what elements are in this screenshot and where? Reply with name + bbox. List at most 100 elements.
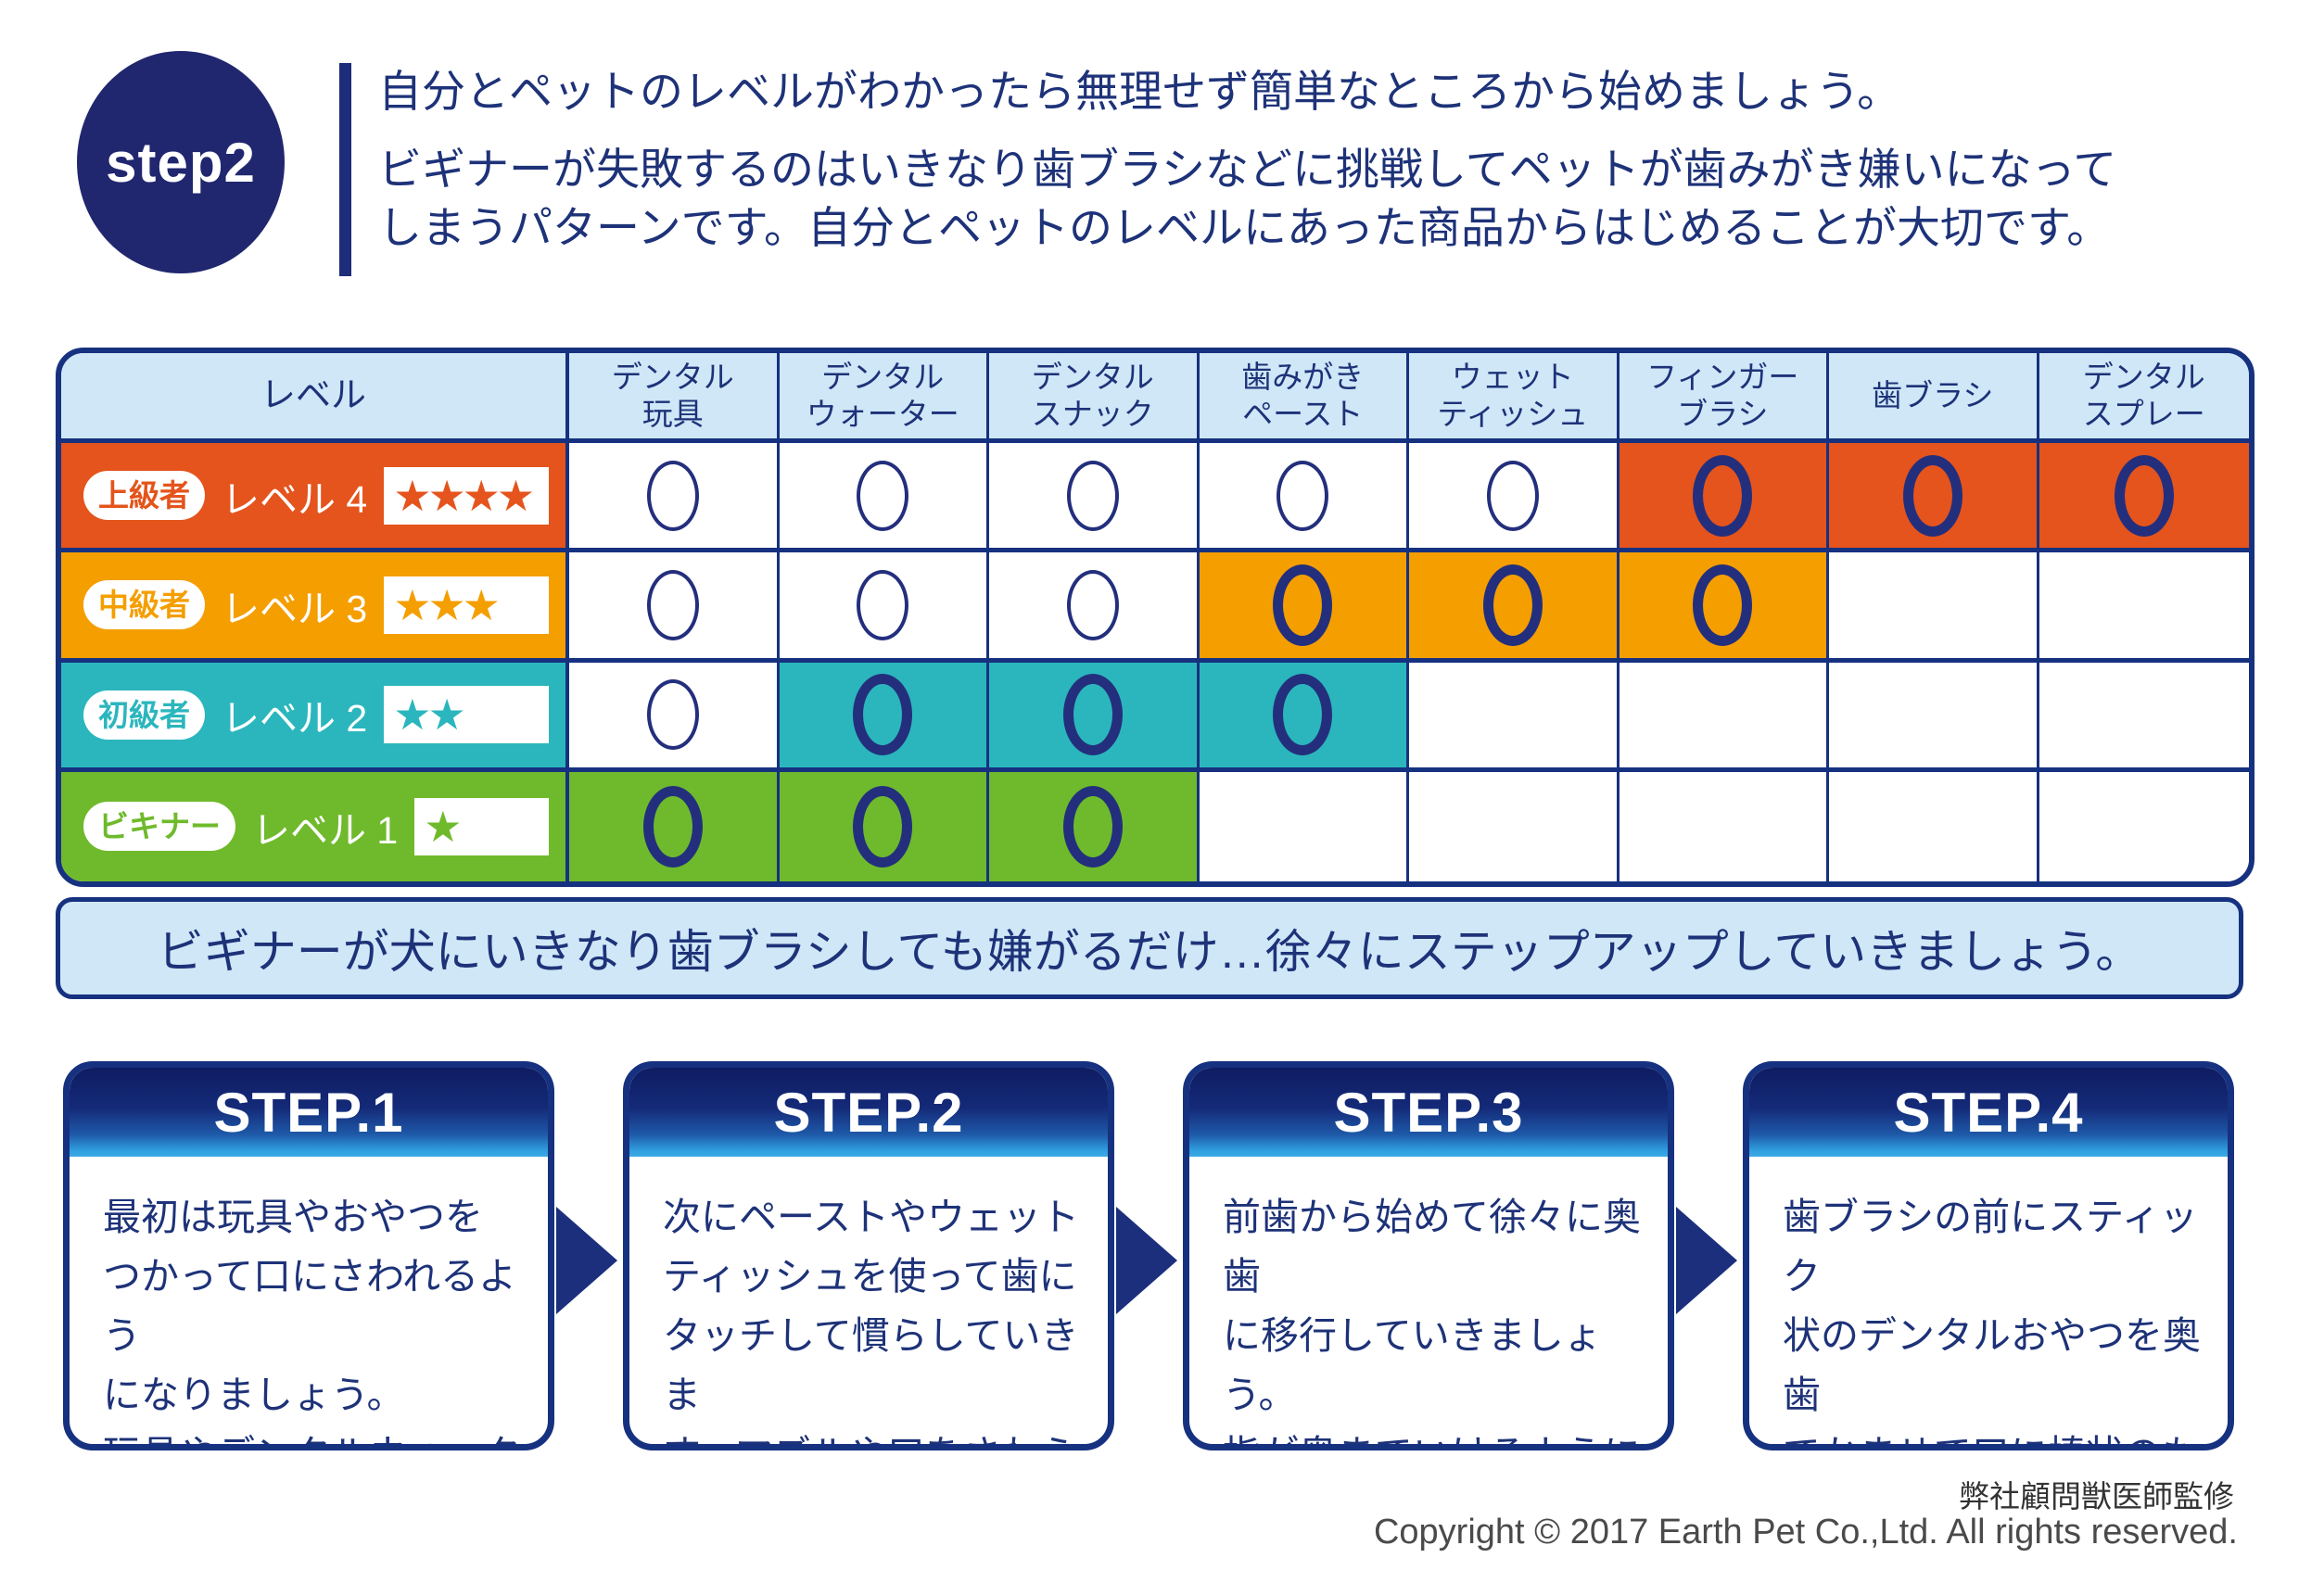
- step-box-header: STEP.4: [1749, 1068, 2228, 1157]
- circle-mark-icon: [1273, 564, 1333, 646]
- table-cell: [1619, 443, 1829, 553]
- circle-mark-icon: [1482, 564, 1543, 646]
- circle-mark-icon: [853, 785, 913, 868]
- table-col-header: デンタル 玩具: [569, 353, 780, 443]
- table-cell: [2039, 771, 2249, 881]
- step-box-header: STEP.1: [70, 1068, 548, 1157]
- step-title: STEP.3: [1333, 1081, 1524, 1144]
- circle-mark-icon: [646, 569, 699, 640]
- step2-badge-label: step2: [106, 131, 256, 194]
- level-label: レベル 4: [222, 477, 368, 521]
- advice-banner: ビギナーが犬にいきなり歯ブラシしても嫌がるだけ…徐々にステップアップしていきまし…: [56, 897, 2243, 999]
- table-cell: [779, 552, 989, 663]
- table-cell: [1829, 552, 2039, 663]
- step-arrow-icon: [1116, 1207, 1177, 1314]
- table-cell: [779, 443, 989, 553]
- circle-mark-icon: [853, 674, 913, 756]
- table-cell: [1829, 771, 2039, 881]
- circle-mark-icon: [1062, 785, 1123, 868]
- table-cell: [989, 662, 1200, 772]
- circle-mark-icon: [1277, 460, 1329, 531]
- table-cell: [1619, 662, 1829, 772]
- level-badge: 上級者: [83, 471, 205, 521]
- level-label: レベル 3: [222, 587, 368, 630]
- step-box: STEP.1 最初は玩具やおやつを つかって口にさわれるよう になりましょう。 玩…: [63, 1061, 554, 1450]
- step2-badge: step2: [77, 51, 285, 273]
- circle-mark-icon: [857, 460, 909, 531]
- step-box: STEP.3 前歯から始めて徐々に奥歯 に移行していきましょう。 指が奥までいける…: [1183, 1061, 1674, 1450]
- table-col-header: フィンガー ブラシ: [1619, 353, 1829, 443]
- circle-mark-icon: [857, 569, 909, 640]
- step-box: STEP.4 歯ブラシの前にスティック 状のデンタルおやつを奥歯 でかませて口に棒…: [1743, 1061, 2234, 1450]
- table-cell: [569, 662, 780, 772]
- table-cell: [569, 771, 780, 881]
- step-arrow-icon: [556, 1207, 617, 1314]
- step-box-body: 最初は玩具やおやつを つかって口にさわれるよう になりましょう。 玩具やデンタル…: [103, 1196, 521, 1444]
- table-cell: [1199, 662, 1409, 772]
- circle-mark-icon: [1062, 674, 1123, 756]
- level-label: レベル 2: [222, 697, 368, 741]
- table-cell: [1409, 771, 1619, 881]
- table-row-label: 上級者レベル 4★★★★: [61, 443, 569, 553]
- table-row-label: 初級者レベル 2 ★★: [61, 662, 569, 772]
- step-box: STEP.2 次にペーストやウェット ティッシュを使って歯に タッチして慣らしてい…: [623, 1061, 1114, 1450]
- table-cell: [1829, 662, 2039, 772]
- step-box-body: 歯ブラシの前にスティック 状のデンタルおやつを奥歯 でかませて口に棒状のもの が…: [1783, 1196, 2201, 1444]
- table-cell: [1619, 552, 1829, 663]
- star-rating: ★: [414, 797, 549, 855]
- advice-banner-text: ビギナーが犬にいきなり歯ブラシしても嫌がるだけ…徐々にステップアップしていきまし…: [157, 926, 2142, 978]
- table-cell: [779, 662, 989, 772]
- table-cell: [1199, 552, 1409, 663]
- step-title: STEP.4: [1893, 1081, 2084, 1144]
- circle-mark-icon: [1066, 460, 1119, 531]
- table-cell: [989, 771, 1200, 881]
- table-cell: [1199, 771, 1409, 881]
- header-accent-bar: [339, 63, 351, 276]
- circle-mark-icon: [646, 679, 699, 751]
- copyright: Copyright © 2017 Earth Pet Co.,Ltd. All …: [1373, 1513, 2238, 1552]
- table-cell: [1409, 443, 1619, 553]
- table-col-header: デンタル スプレー: [2039, 353, 2249, 443]
- step-title: STEP.1: [213, 1081, 404, 1144]
- table-col-header: 歯ブラシ: [1829, 353, 2039, 443]
- star-rating: ★★: [384, 686, 549, 744]
- intro-paragraph-2: ビギナーが失敗するのはいきなり歯ブラシなどに挑戦してペットが歯みがき嫌いになって…: [378, 145, 2117, 252]
- step-box-header: STEP.2: [629, 1068, 1108, 1157]
- table-col-header: デンタル ウォーター: [779, 353, 989, 443]
- circle-mark-icon: [646, 460, 699, 531]
- step-box-body: 次にペーストやウェット ティッシュを使って歯に タッチして慣らしていきま す。マ…: [663, 1196, 1079, 1444]
- table-cell: [2039, 443, 2249, 553]
- table-cell: [2039, 662, 2249, 772]
- table-cell: [1619, 771, 1829, 881]
- level-badge: 初級者: [83, 690, 205, 740]
- circle-mark-icon: [1273, 674, 1333, 756]
- table-cell: [569, 552, 780, 663]
- level-label: レベル 1: [252, 808, 399, 852]
- table-cell: [1409, 662, 1619, 772]
- table-col-header: デンタル スナック: [989, 353, 1200, 443]
- circle-mark-icon: [1902, 454, 1962, 537]
- table-cell: [989, 552, 1200, 663]
- table-col-header: 歯みがき ペースト: [1199, 353, 1409, 443]
- star-rating: ★★★: [384, 576, 549, 634]
- circle-mark-icon: [1486, 460, 1539, 531]
- level-product-table: レベルデンタル 玩具デンタル ウォーターデンタル スナック歯みがき ペーストウェ…: [56, 348, 2255, 887]
- circle-mark-icon: [1066, 569, 1119, 640]
- circle-mark-icon: [1693, 454, 1753, 537]
- circle-mark-icon: [2114, 454, 2174, 537]
- table-cell: [1409, 552, 1619, 663]
- table-cell: [569, 443, 780, 553]
- step-title: STEP.2: [773, 1081, 964, 1144]
- table-row-label: ビキナーレベル 1 ★: [61, 771, 569, 881]
- table-cell: [1829, 443, 2039, 553]
- circle-mark-icon: [642, 785, 703, 868]
- level-badge: ビキナー: [83, 802, 235, 852]
- step-box-header: STEP.3: [1189, 1068, 1668, 1157]
- supervision-note: 弊社顧問獣医師監修: [1959, 1479, 2234, 1514]
- table-col-header: ウェット ティッシュ: [1409, 353, 1619, 443]
- level-badge: 中級者: [83, 580, 205, 630]
- intro-line-1: 自分とペットのレベルがわかったら無理せず簡単なところから始めましょう。: [378, 67, 1901, 116]
- step-box-body: 前歯から始めて徐々に奥歯 に移行していきましょう。 指が奥までいけるようにな れ…: [1223, 1196, 1641, 1444]
- table-cell: [989, 443, 1200, 553]
